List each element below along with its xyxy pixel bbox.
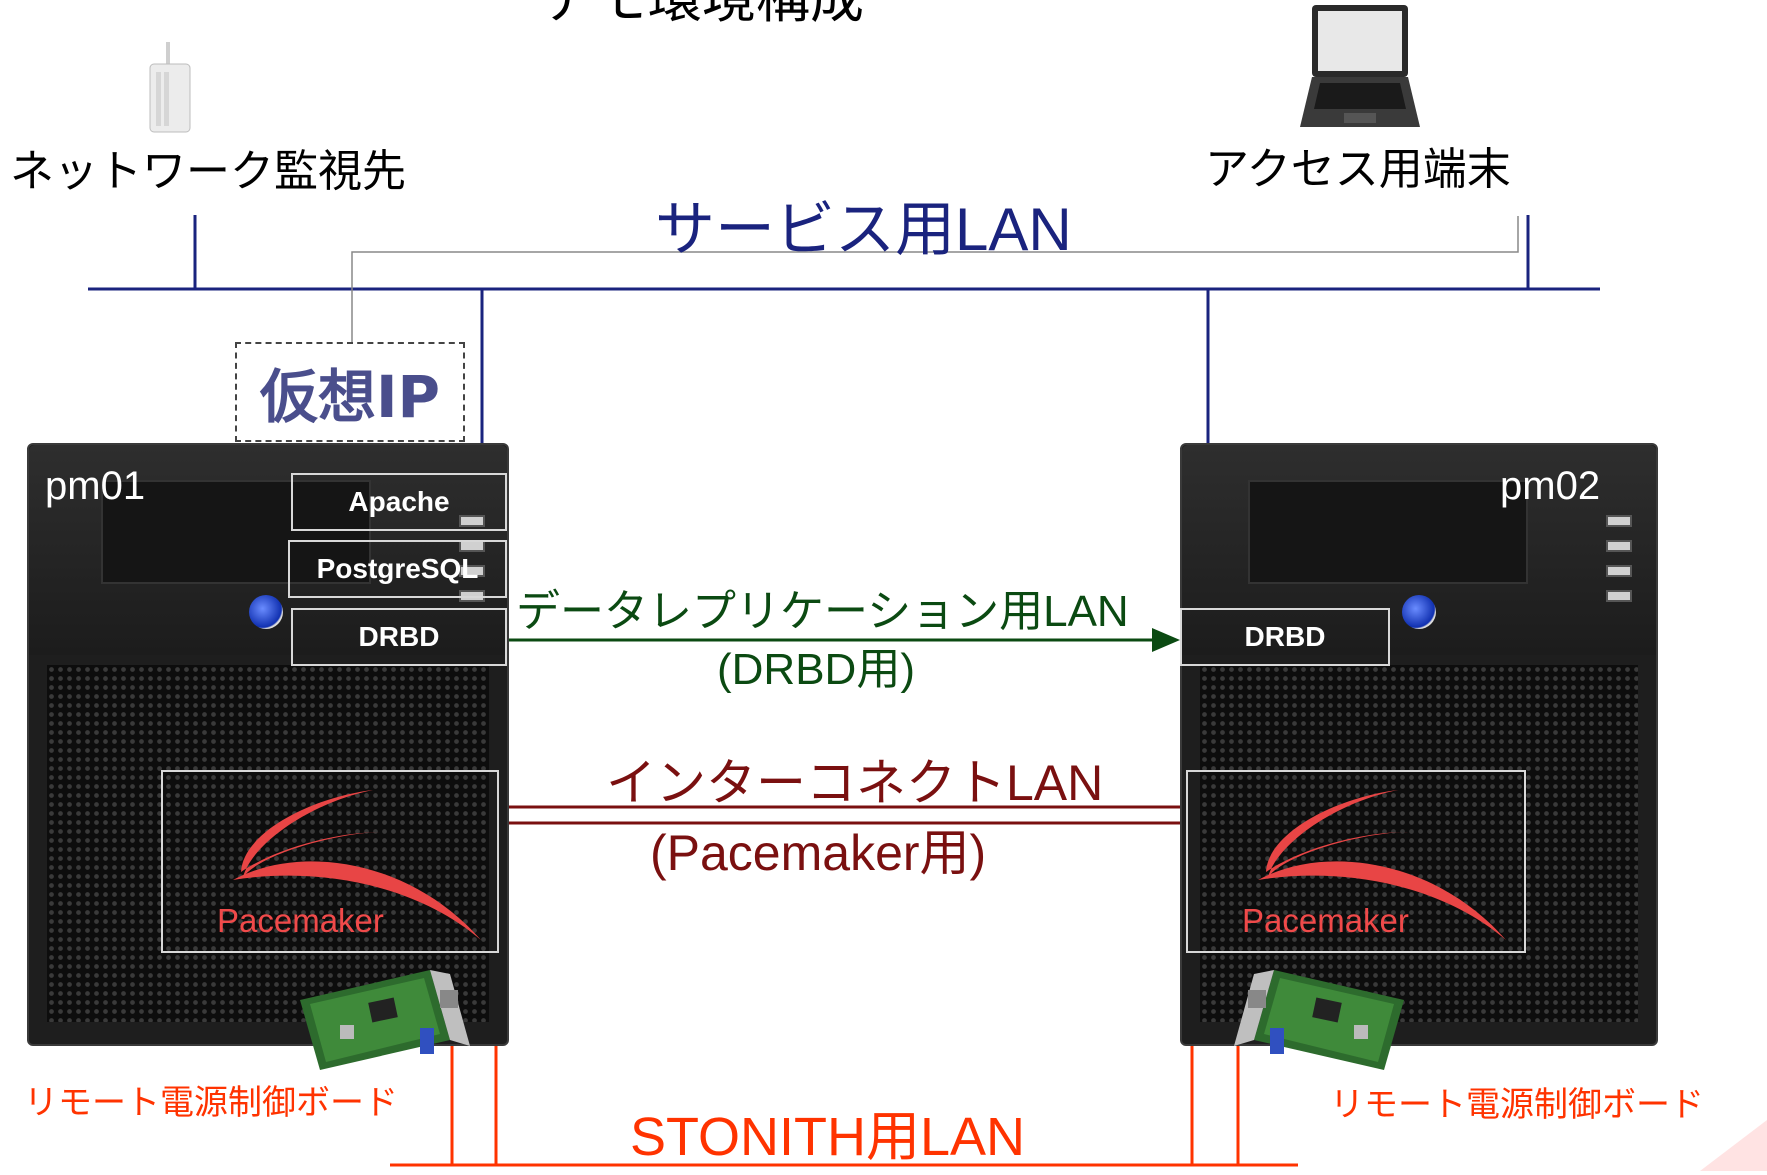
monitor-target-label: ネットワーク監視先: [10, 146, 406, 197]
pm01-pacemaker-box: Pacemaker: [161, 770, 499, 953]
pm01-drbd-label: DRBD: [358, 621, 440, 652]
pm01-usb-port-1: [459, 515, 485, 527]
pm02-drbd-label: DRBD: [1244, 621, 1326, 652]
pm01-postgresql-box: PostgreSQL: [288, 540, 507, 598]
pm01-apache-label: Apache: [348, 486, 450, 517]
server-pm01: [27, 443, 509, 1046]
pm02-usb-port-1: [1606, 515, 1632, 527]
replication-lan-sublabel: (DRBD用): [717, 645, 915, 694]
pm01-power-board-icon: [300, 970, 486, 1080]
pm01-board-label: リモート電源制御ボード: [24, 1083, 398, 1123]
pm02-board-label: リモート電源制御ボード: [1330, 1085, 1704, 1125]
pm01-hostname: pm01: [45, 464, 146, 508]
server-pm02: [1180, 443, 1658, 1046]
pm02-power-board-icon: [1204, 970, 1404, 1080]
pm01-apache-box: Apache: [291, 473, 507, 531]
pm02-pacemaker-label: Pacemaker: [1242, 902, 1409, 939]
interconnect-lan-sublabel: (Pacemaker用): [650, 825, 987, 881]
pm02-usb-port-3: [1606, 565, 1632, 577]
pm02-grille: [1200, 665, 1638, 1022]
replication-arrowhead: [1152, 628, 1180, 652]
pm02-usb-port-4: [1606, 590, 1632, 602]
pm02-drive-bay: [1248, 480, 1528, 584]
virtual-ip-box: 仮想IP: [235, 342, 465, 442]
pm02-drbd-box: DRBD: [1180, 608, 1390, 666]
router-icon: [146, 42, 194, 134]
diagram-title: デモ環境構成: [540, 0, 864, 26]
pm02-hostname: pm02: [1500, 464, 1601, 508]
pm02-power-icon: [1402, 595, 1436, 629]
pm01-postgresql-label: PostgreSQL: [316, 553, 479, 584]
pm02-pacemaker-box: Pacemaker: [1186, 770, 1526, 953]
pm01-pacemaker-logo-icon: [233, 790, 481, 940]
replication-lan-label: データレプリケーション用LAN: [516, 587, 1129, 636]
pm01-drive-bay: [101, 480, 371, 584]
laptop-icon: [1300, 5, 1420, 133]
pm02-usb-port-2: [1606, 540, 1632, 552]
pm01-power-icon: [249, 595, 283, 629]
stonith-lan-label: STONITH用LAN: [630, 1107, 1026, 1167]
corner-accent-shape: [1700, 1120, 1767, 1171]
access-terminal-label: アクセス用端末: [1205, 144, 1511, 195]
pm02-pacemaker-logo-icon: [1258, 790, 1506, 940]
pm01-drbd-box: DRBD: [291, 608, 507, 666]
pm01-usb-port-3: [459, 565, 485, 577]
pm01-grille: [47, 665, 489, 1022]
pm01-pacemaker-label: Pacemaker: [217, 902, 384, 939]
vip-access-path: [351, 216, 1519, 344]
interconnect-lan-label: インターコネクトLAN: [606, 755, 1104, 811]
service-lan-label: サービス用LAN: [655, 196, 1072, 263]
virtual-ip-label: 仮想IP: [259, 363, 441, 431]
